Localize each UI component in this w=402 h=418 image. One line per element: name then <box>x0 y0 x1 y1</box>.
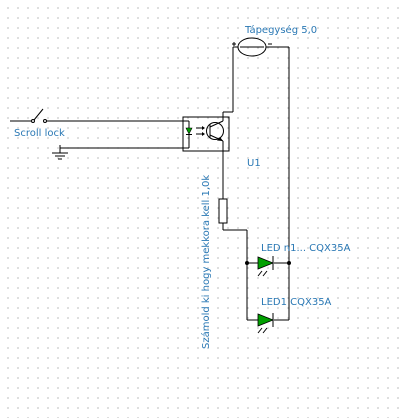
optocoupler-label: U1 <box>247 158 261 169</box>
led-lower[interactable] <box>257 313 275 334</box>
switch-label: Scroll lock <box>14 128 65 139</box>
wires <box>222 46 291 321</box>
resistor[interactable] <box>218 198 228 224</box>
supply-label: Tápegység 5,0 <box>244 24 317 36</box>
optocoupler-u1[interactable] <box>182 116 230 152</box>
led-lower-label: LED1 CQX35A <box>261 297 332 308</box>
scroll-lock-switch[interactable] <box>10 108 189 123</box>
led-upper[interactable] <box>257 256 275 277</box>
ground-symbol <box>52 145 68 160</box>
led-upper-label: LED n1... CQX35A <box>261 243 351 254</box>
resistor-note: Számold ki hogy mekkora kell 1,0k <box>200 175 212 349</box>
